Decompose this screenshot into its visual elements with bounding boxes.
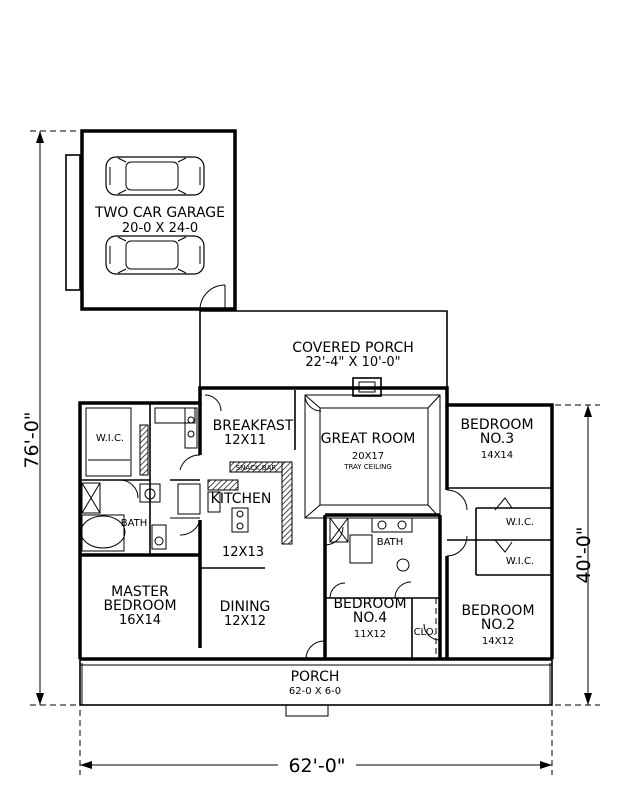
great-room-size: 20X17 [352, 451, 384, 462]
dining-size: 12X12 [224, 614, 266, 629]
porch-label: PORCH [291, 669, 340, 685]
bedroom2-size: 14X12 [482, 636, 514, 647]
doors [119, 394, 513, 660]
bedroom3-size: 14X14 [481, 450, 513, 461]
garage-label: TWO CAR GARAGE [94, 205, 225, 221]
bedroom2-wic-label: W.I.C. [506, 556, 534, 567]
breakfast-size: 12X11 [224, 433, 266, 448]
master-bath-label: BATH [121, 518, 148, 529]
bedroom3-label: BEDROOM [460, 417, 533, 433]
tray-ceiling [304, 394, 441, 519]
covered-porch-label: COVERED PORCH [292, 340, 414, 356]
porch-size: 62-0 X 6-0 [289, 686, 341, 697]
breakfast-label: BREAKFAST [213, 418, 294, 434]
dimension-overall-depth [30, 130, 80, 706]
bedroom4-number: NO.4 [353, 610, 387, 626]
bedroom2-label: BEDROOM [461, 603, 534, 619]
covered-porch-size: 22'-4" X 10'-0" [305, 355, 400, 370]
garage-size: 20-0 X 24-0 [122, 221, 198, 236]
overall-width-dimension: 62'-0" [288, 755, 345, 777]
bedroom2-number: NO.2 [481, 617, 515, 633]
garage [65, 129, 237, 311]
dimension-house-depth [555, 404, 600, 706]
dining-label: DINING [220, 599, 271, 615]
master-label: MASTER [111, 584, 169, 600]
bedroom4-label: BEDROOM [333, 596, 406, 612]
master-wic-label: W.I.C. [96, 433, 124, 444]
kitchen-size: 12X13 [222, 545, 264, 560]
closet-label: CLO. [414, 627, 437, 638]
hall-bath-label: BATH [377, 537, 404, 548]
bedroom3-number: NO.3 [480, 431, 514, 447]
house-depth-dimension: 40'-0" [573, 526, 595, 583]
snack-bar-label: SNACK BAR [236, 464, 277, 472]
overall-depth-dimension: 76'-0" [21, 411, 43, 468]
dimension-overall-width [79, 710, 553, 776]
master-label-2: BEDROOM [103, 598, 176, 614]
kitchen-label: KITCHEN [211, 491, 272, 507]
fixtures [80, 407, 437, 659]
bedroom4-size: 11X12 [354, 629, 386, 640]
front-porch [79, 658, 553, 717]
bedroom3-wic-label: W.I.C. [506, 517, 534, 528]
master-size: 16X14 [119, 613, 161, 628]
great-room-label: GREAT ROOM [321, 431, 416, 447]
great-room-note: TRAY CEILING [343, 463, 392, 471]
